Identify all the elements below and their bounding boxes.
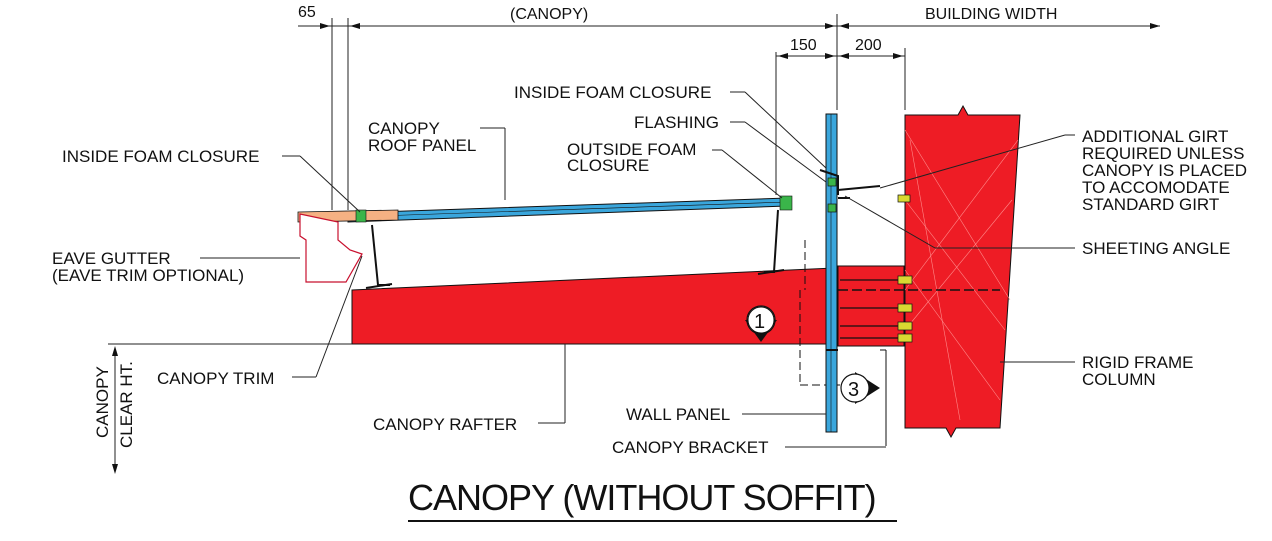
- label-canopy-bracket: CANOPY BRACKET: [612, 438, 769, 457]
- label-rigid-frame-column-1: RIGID FRAME: [1082, 353, 1193, 372]
- eave-gutter: [299, 213, 363, 283]
- leader-lines: [108, 91, 1075, 474]
- label-additional-girt-2: REQUIRED UNLESS: [1082, 144, 1244, 163]
- label-wall-panel: WALL PANEL: [626, 405, 730, 424]
- label-additional-girt-3: CANOPY IS PLACED: [1082, 161, 1247, 180]
- label-additional-girt-1: ADDITIONAL GIRT: [1082, 127, 1228, 146]
- dimension-lines: [298, 14, 1160, 210]
- label-inside-foam-closure-right: INSIDE FOAM CLOSURE: [514, 83, 711, 102]
- label-additional-girt-5: STANDARD GIRT: [1082, 195, 1219, 214]
- label-flashing: FLASHING: [634, 113, 719, 132]
- label-additional-girt-4: TO ACCOMODATE: [1082, 178, 1230, 197]
- label-rigid-frame-column-2: COLUMN: [1082, 370, 1156, 389]
- dim-200: 200: [855, 37, 882, 54]
- section-marker-1-label: 1: [754, 311, 765, 333]
- label-canopy-trim: CANOPY TRIM: [157, 369, 274, 388]
- section-marker-3: [840, 349, 887, 446]
- label-canopy-rafter: CANOPY RAFTER: [373, 415, 517, 434]
- label-inside-foam-closure-left: INSIDE FOAM CLOSURE: [62, 147, 259, 166]
- rigid-frame-column: [904, 104, 1021, 439]
- dim-canopy: (CANOPY): [510, 6, 588, 23]
- label-canopy-clear-ht-2: CLEAR HT.: [117, 361, 136, 448]
- canopy-bracket: [760, 265, 1000, 347]
- dim-building-width: BUILDING WIDTH: [925, 6, 1057, 23]
- dim-150: 150: [790, 37, 817, 54]
- label-canopy-roof-panel-1: CANOPY: [368, 119, 440, 138]
- dim-65: 65: [298, 4, 316, 21]
- label-eave-gutter-1: EAVE GUTTER: [52, 249, 171, 268]
- label-sheeting-angle: SHEETING ANGLE: [1082, 239, 1230, 258]
- label-outside-foam-closure-2: CLOSURE: [567, 156, 649, 175]
- label-outside-foam-closure-1: OUTSIDE FOAM: [567, 140, 696, 159]
- section-marker-3-label: 3: [848, 379, 859, 401]
- drawing-title: CANOPY (WITHOUT SOFFIT): [408, 477, 876, 518]
- label-eave-gutter-2: (EAVE TRIM OPTIONAL): [52, 266, 244, 285]
- label-canopy-clear-ht-1: CANOPY: [93, 366, 112, 438]
- wall-panel: [825, 113, 838, 433]
- canopy-roof-panel: [297, 195, 793, 223]
- section-marker-1: [745, 305, 777, 342]
- roof-supports: [365, 209, 785, 289]
- label-canopy-roof-panel-2: ROOF PANEL: [368, 136, 476, 155]
